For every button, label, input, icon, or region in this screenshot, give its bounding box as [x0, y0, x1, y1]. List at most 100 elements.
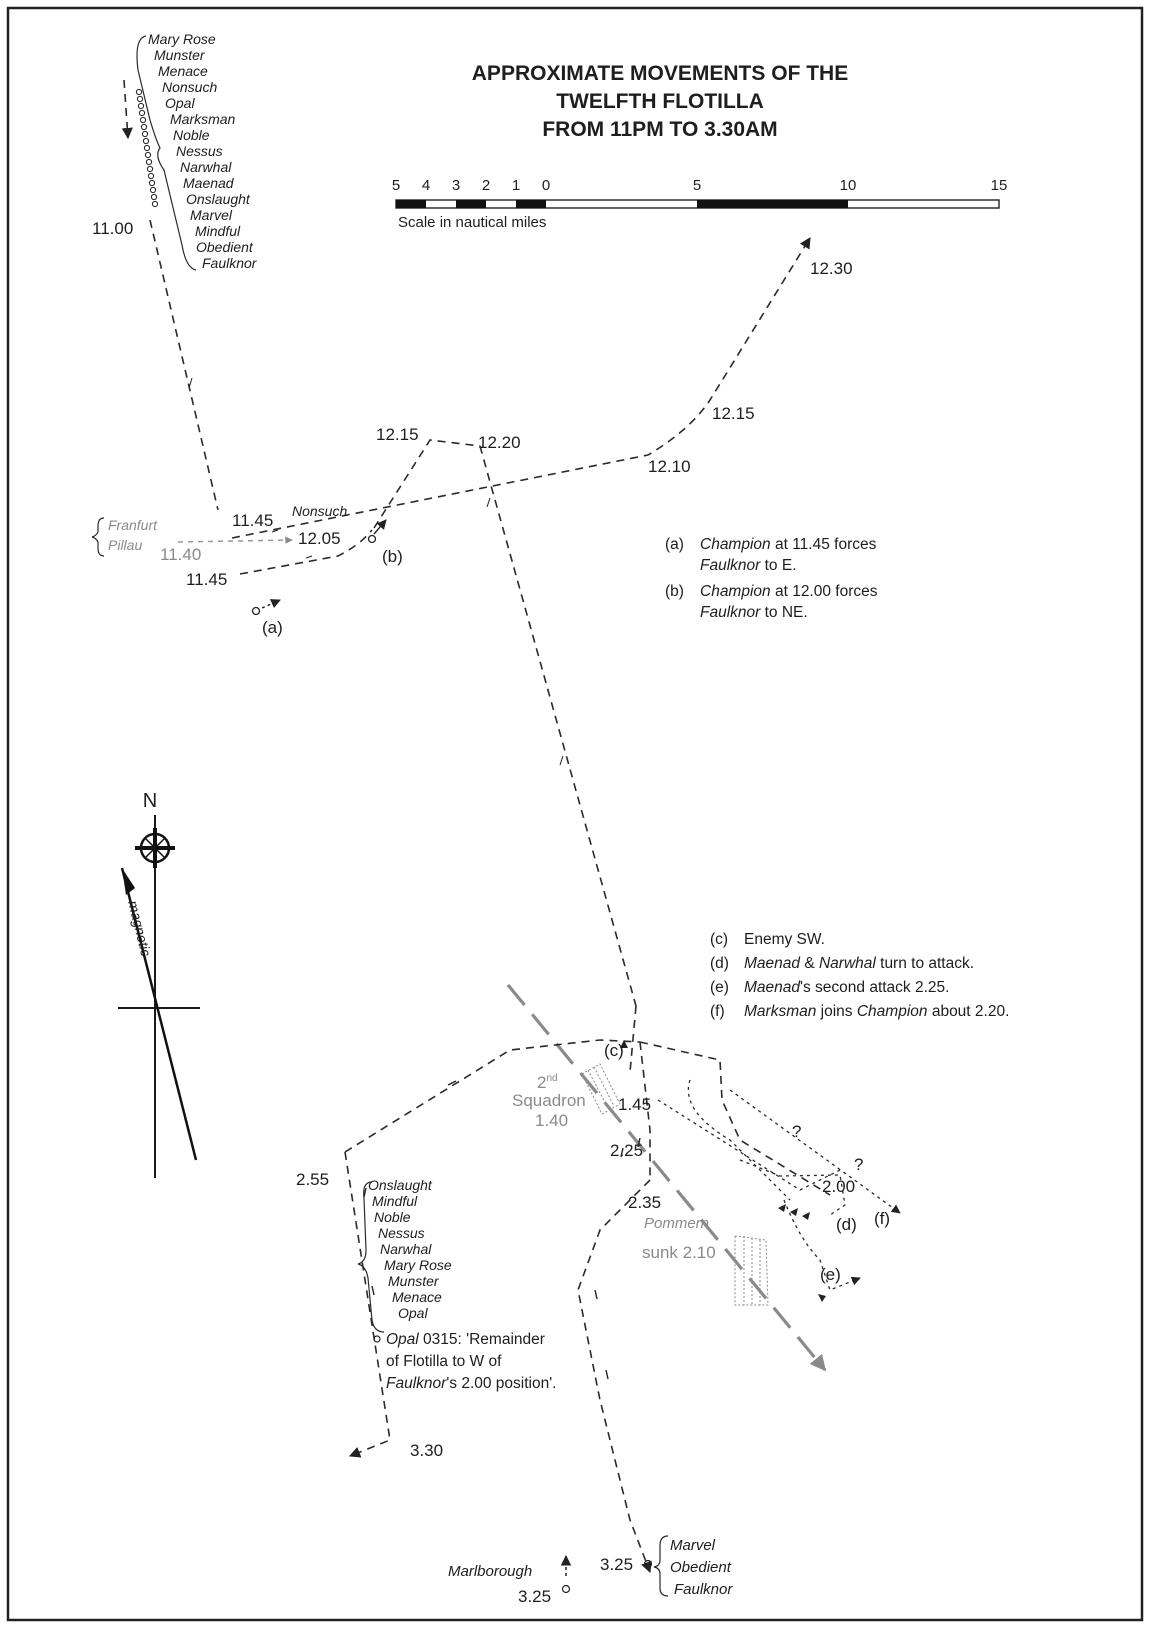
group-sw-ship: Munster	[388, 1273, 440, 1289]
time-label: 12.10	[648, 457, 691, 476]
svg-text:(f): (f)	[710, 1003, 725, 1020]
svg-text:2nd: 2nd	[537, 1073, 558, 1092]
time-label: 12.15	[376, 425, 419, 444]
second-squadron: 2nd Squadron 1.40	[512, 1063, 621, 1130]
group-sw-ship: Narwhal	[380, 1241, 432, 1257]
svg-text:Champion at 11.45 forces: Champion at 11.45 forces	[700, 536, 877, 553]
marker-f: (f)	[874, 1209, 890, 1228]
time-label: 3.25	[518, 1587, 551, 1606]
svg-text:11.40: 11.40	[160, 545, 201, 564]
marlborough: Marlborough 3.25	[448, 1554, 572, 1606]
column-ship: Mary Rose	[148, 31, 216, 47]
column-ship: Mindful	[195, 223, 241, 239]
svg-text:(d): (d)	[710, 955, 729, 972]
scale-tick-15: 15	[991, 177, 1008, 194]
marker-c: (c)	[604, 1041, 624, 1060]
group-s-ship: Faulknor	[674, 1581, 733, 1598]
svg-text:Maenad's second attack 2.25.: Maenad's second attack 2.25.	[744, 979, 949, 996]
column-ship: Faulknor	[202, 255, 258, 271]
time-label: 12.20	[478, 433, 521, 452]
svg-text:Marlborough: Marlborough	[448, 1563, 532, 1580]
compass-rose: N magnetic	[118, 790, 200, 1178]
svg-text:Faulknor to NE.: Faulknor to NE.	[700, 604, 808, 621]
column-ship: Obedient	[196, 239, 254, 255]
column-ship: Maenad	[183, 175, 235, 191]
svg-text:sunk 2.10: sunk 2.10	[642, 1243, 716, 1262]
svg-text:Squadron: Squadron	[512, 1091, 586, 1110]
svg-text:Marksman joins Champion about: Marksman joins Champion about 2.20.	[744, 1003, 1009, 1020]
svg-text:Franfurt: Franfurt	[108, 517, 158, 533]
compass-magnetic: magnetic	[125, 899, 154, 958]
champion-marker-b: (b)	[367, 519, 403, 566]
scale-tick-5w: 5	[392, 177, 400, 194]
scale-bar: 5 4 3 2 1 0 5 10 15 Scale in nautical mi…	[392, 177, 1008, 231]
column-ship: Nonsuch	[162, 79, 217, 95]
time-label: 12.05	[298, 529, 341, 548]
column-ship: Menace	[158, 63, 208, 79]
svg-text:(b): (b)	[382, 547, 403, 566]
svg-text:1.40: 1.40	[535, 1111, 568, 1130]
initial-column: Mary Rose Munster Menace Nonsuch Opal Ma…	[92, 31, 258, 511]
pommern-sunk: Pommern sunk 2.10	[642, 1215, 769, 1306]
svg-text:of Flotilla to W of: of Flotilla to W of	[386, 1353, 502, 1370]
scale-tick-3: 3	[452, 177, 460, 194]
time-label: 11.00	[92, 219, 133, 238]
svg-text:(a): (a)	[262, 618, 283, 637]
svg-text:Maenad & Narwhal turn to attac: Maenad & Narwhal turn to attack.	[744, 955, 974, 972]
group-sw-ship: Mindful	[372, 1193, 418, 1209]
time-label: 2.00	[822, 1177, 855, 1196]
scale-tick-5e: 5	[693, 177, 701, 194]
tracks-battle	[344, 1005, 901, 1574]
svg-text:(e): (e)	[710, 979, 729, 996]
group-sw-ship: Nessus	[378, 1225, 425, 1241]
champion-marker-a: (a)	[251, 599, 283, 637]
svg-text:Enemy SW.: Enemy SW.	[744, 931, 825, 948]
svg-text:Opal 0315: 'Remainder: Opal 0315: 'Remainder	[386, 1331, 545, 1348]
column-ship: Marksman	[170, 111, 236, 127]
map-title: APPROXIMATE MOVEMENTS OF THE TWELFTH FLO…	[472, 62, 848, 141]
group-s-ship: Obedient	[670, 1559, 732, 1576]
group-sw-ship: Onslaught	[368, 1177, 433, 1193]
scale-tick-0: 0	[542, 177, 550, 194]
group-southwest: Onslaught Mindful Noble Nessus Narwhal M…	[357, 1177, 557, 1392]
svg-text:TWELFTH FLOTILLA: TWELFTH FLOTILLA	[556, 90, 764, 113]
svg-text:APPROXIMATE MOVEMENTS OF THE: APPROXIMATE MOVEMENTS OF THE	[472, 62, 848, 85]
svg-text:(a): (a)	[665, 536, 684, 553]
group-sw-ship: Menace	[392, 1289, 442, 1305]
map-frame	[6, 6, 1144, 1622]
svg-text:Faulknor to E.: Faulknor to E.	[700, 557, 797, 574]
group-sw-ship: Mary Rose	[384, 1257, 452, 1273]
enemy-cruisers-north: Franfurt Pillau 11.40	[91, 517, 293, 564]
scale-caption: Scale in nautical miles	[398, 214, 546, 231]
column-ship: Narwhal	[180, 159, 232, 175]
column-ship-chain	[135, 88, 159, 208]
notes-champion: (a) Champion at 11.45 forces Faulknor to…	[665, 536, 878, 621]
tracks-midnight: 11.45 Nonsuch 12.05 11.45 12.15 12.20 12…	[186, 237, 853, 1007]
column-ship: Noble	[173, 127, 210, 143]
column-ship: Onslaught	[186, 191, 251, 207]
marker-q2: ?	[854, 1155, 863, 1174]
time-label: 2.35	[628, 1193, 661, 1212]
marker-q1: ?	[792, 1122, 801, 1141]
column-brace	[136, 35, 197, 271]
group-sw-ship: Noble	[374, 1209, 411, 1225]
marker-d: (d)	[836, 1215, 857, 1234]
svg-text:Faulknor's 2.00 position'.: Faulknor's 2.00 position'.	[386, 1375, 557, 1392]
ship-label-nonsuch: Nonsuch	[292, 503, 347, 519]
scale-tick-4: 4	[422, 177, 430, 194]
time-label: 12.15	[712, 404, 755, 423]
time-label: 11.45	[232, 511, 273, 530]
enemy-battle-line	[506, 983, 827, 1372]
compass-north: N	[143, 790, 157, 812]
svg-text:Pommern: Pommern	[644, 1215, 709, 1232]
battle-labels: (c) 1.45 2.25 2.35 ? ? 2.00 (d) (f) (e) …	[296, 1041, 890, 1460]
time-label: 1.45	[618, 1095, 651, 1114]
group-s-ship: Marvel	[670, 1537, 716, 1554]
group-south: 3.25 Marvel Obedient Faulknor	[600, 1535, 733, 1598]
svg-text:(b): (b)	[665, 583, 684, 600]
column-ship: Marvel	[190, 207, 233, 223]
time-label: 3.25	[600, 1555, 633, 1574]
time-label: 3.30	[410, 1441, 443, 1460]
time-label: 2.55	[296, 1170, 329, 1189]
